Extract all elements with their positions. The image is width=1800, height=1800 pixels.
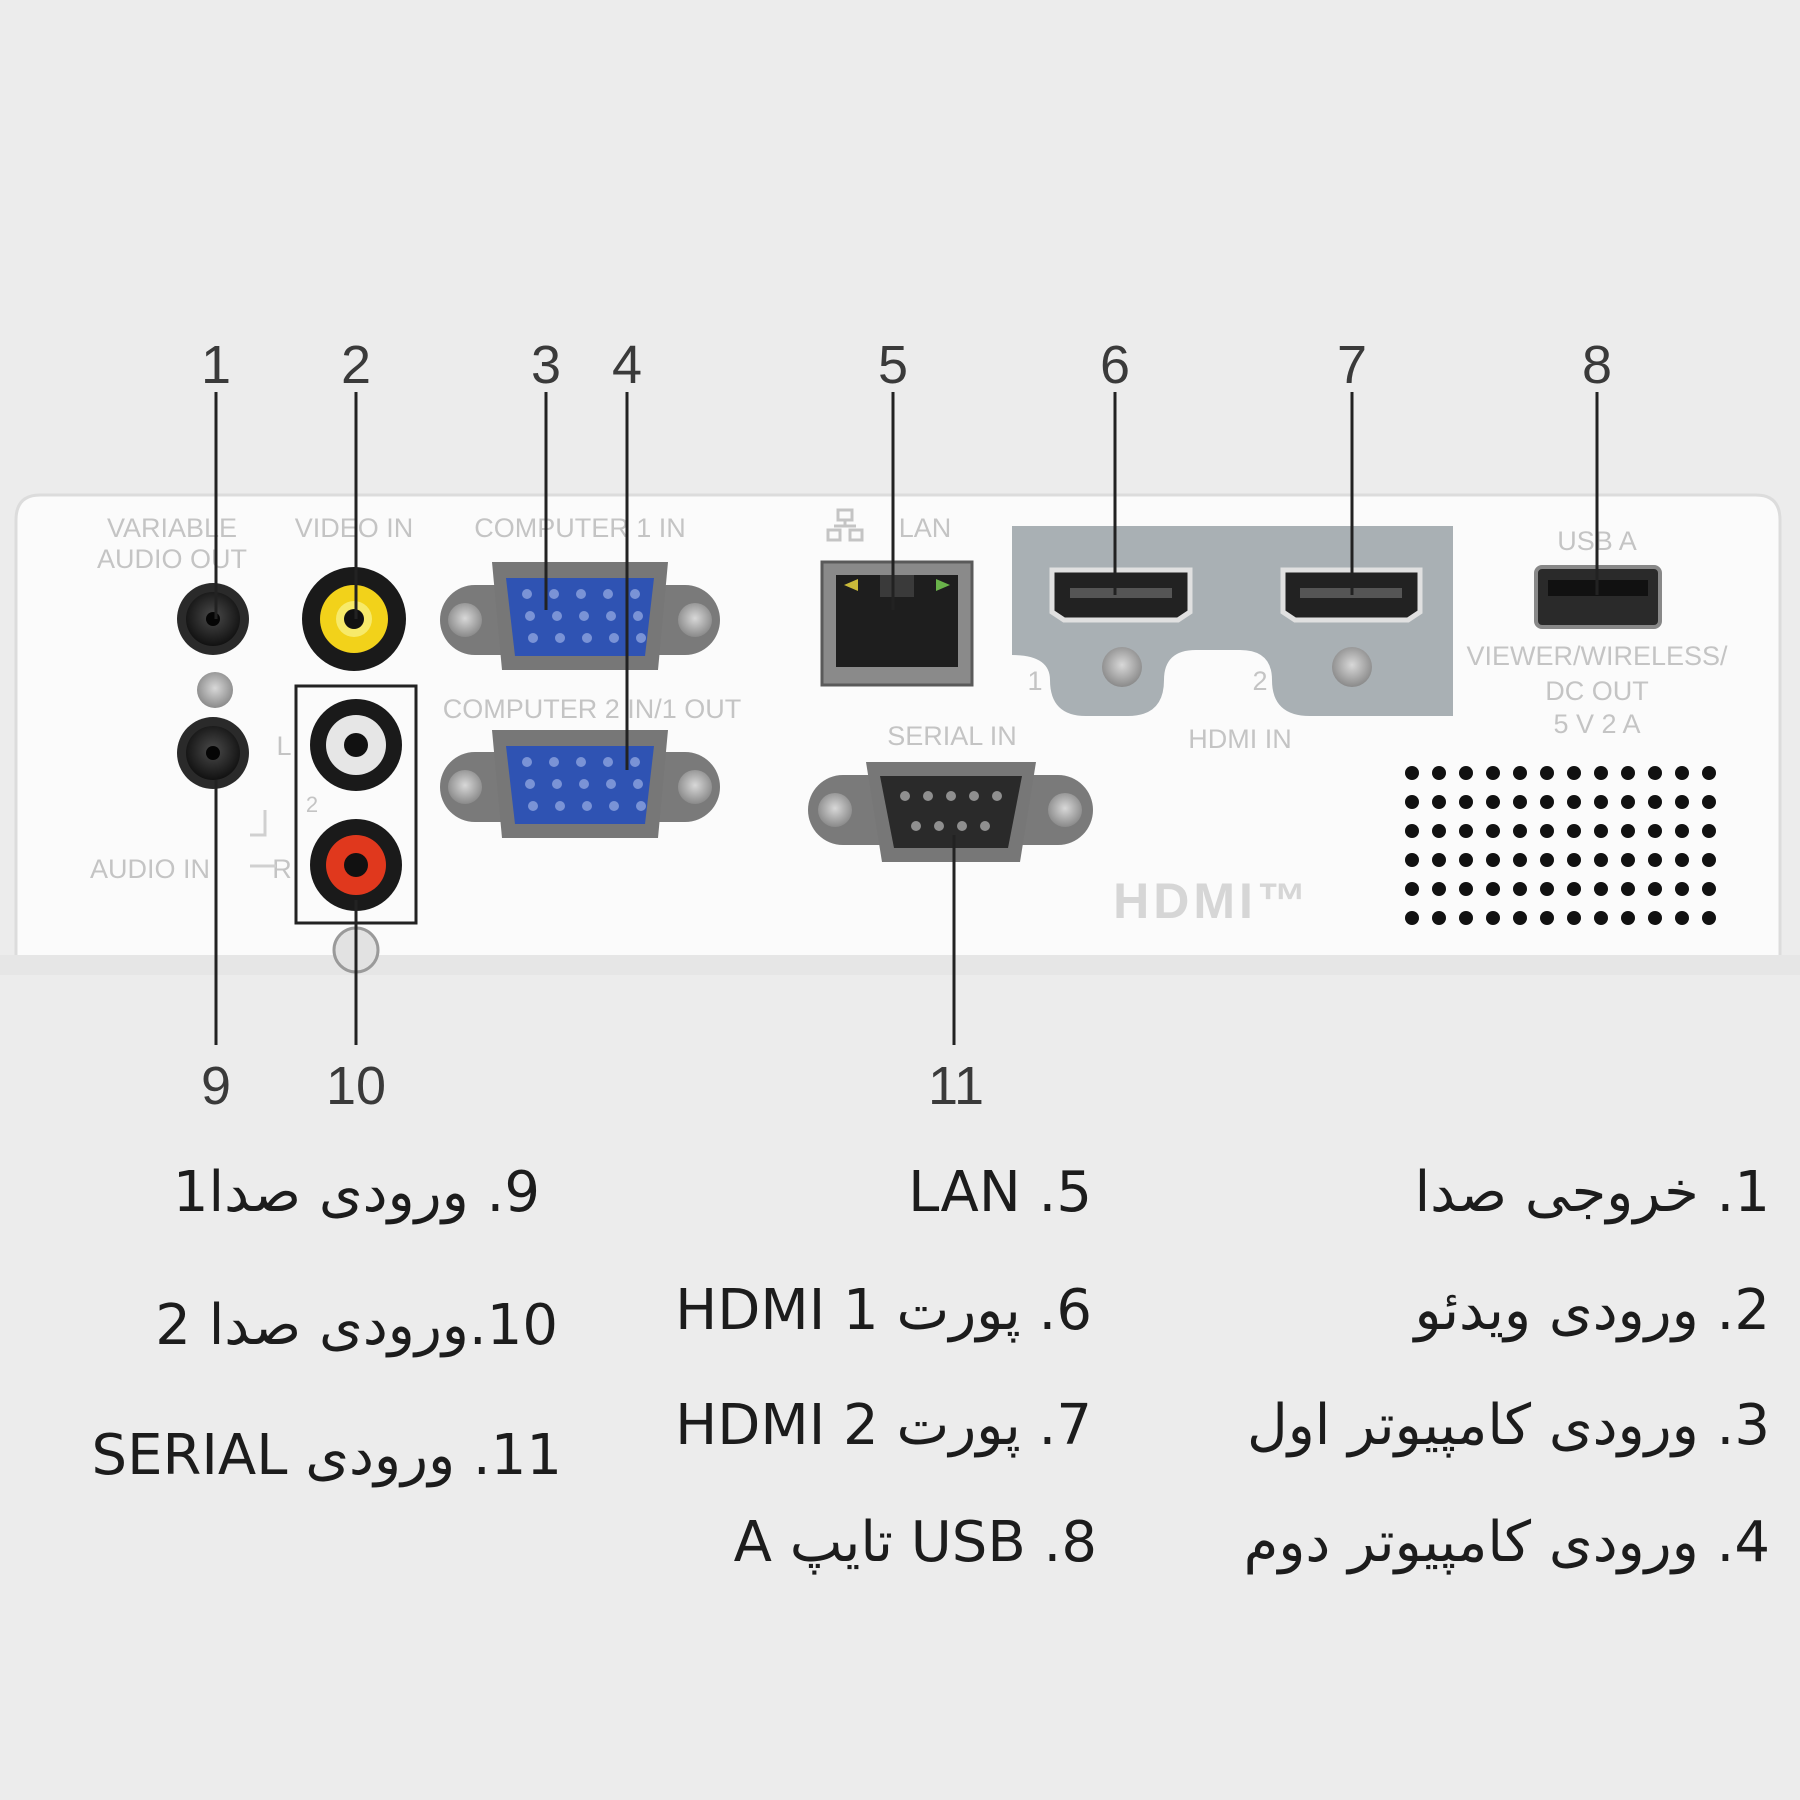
label-5v-2a: 5 V 2 A	[1553, 709, 1640, 739]
legend-item-7: 7. پورت HDMI 2	[675, 1393, 1092, 1458]
vga-computer-1-port	[440, 562, 720, 670]
callout-7: 7	[1337, 335, 1367, 395]
lan-network-icon	[826, 508, 864, 542]
label-hdmi-1: 1	[1027, 666, 1042, 696]
callout-lines	[214, 392, 1599, 1045]
callout-4: 4	[612, 335, 642, 395]
label-lan: LAN	[899, 513, 952, 543]
legend-item-9: 9. ورودی صدا1	[172, 1160, 540, 1225]
hdmi-logo: HDMI™	[1113, 873, 1311, 929]
callout-9: 9	[201, 1056, 231, 1116]
callout-10: 10	[326, 1056, 386, 1116]
callout-2: 2	[341, 335, 371, 395]
callout-8: 8	[1582, 335, 1612, 395]
lan-port	[820, 560, 974, 687]
vga-computer-2-port	[440, 730, 720, 838]
legend-item-1: 1. خروجی صدا	[1414, 1160, 1770, 1225]
legend-item-6: 6. پورت HDMI 1	[675, 1278, 1092, 1343]
speaker-grille	[1405, 766, 1716, 925]
label-l: L	[276, 731, 291, 761]
callout-1: 1	[201, 335, 231, 395]
callout-5: 5	[878, 335, 908, 395]
label-video-in: VIDEO IN	[295, 513, 414, 543]
audio-l-rca-jack	[310, 699, 402, 791]
video-in-rca-jack	[302, 567, 406, 671]
label-audio-out: AUDIO OUT	[97, 544, 247, 574]
legend-item-2: 2. ورودی ویدئو	[1414, 1278, 1770, 1343]
legend-item-10: 10.ورودی صدا 2	[155, 1293, 558, 1358]
legend-item-11: 11. ورودی SERIAL	[91, 1423, 562, 1488]
legend-item-3: 3. ورودی کامپیوتر اول	[1247, 1393, 1770, 1458]
screw-icon	[1332, 647, 1372, 687]
callout-6: 6	[1100, 335, 1130, 395]
serial-in-port	[808, 762, 1093, 862]
label-dc-out: DC OUT	[1545, 676, 1649, 706]
label-viewer: VIEWER/WIRELESS/	[1466, 641, 1728, 671]
label-computer-2-in: COMPUTER 2 IN/1 OUT	[443, 694, 742, 724]
label-r: R	[272, 854, 292, 884]
audio-in-bracket	[250, 810, 276, 868]
audio-out-jack	[177, 583, 249, 655]
label-variable: VARIABLE	[107, 513, 237, 543]
label-computer-1-in: COMPUTER 1 IN	[474, 513, 686, 543]
audio-in-jack	[177, 717, 249, 789]
callout-3: 3	[531, 335, 561, 395]
screw-icon	[1102, 647, 1142, 687]
label-serial-in: SERIAL IN	[887, 721, 1017, 751]
audio-r-rca-jack	[310, 819, 402, 911]
callout-11: 11	[928, 1056, 984, 1116]
label-audio-in: AUDIO IN	[90, 854, 210, 884]
legend-item-5: 5. LAN	[908, 1160, 1092, 1225]
hdmi-1-port	[1049, 567, 1193, 623]
label-hdmi-in: HDMI IN	[1188, 724, 1292, 754]
legend-item-8: 8. USB تایپ A	[733, 1510, 1097, 1575]
label-hdmi-2: 2	[1252, 666, 1267, 696]
legend-item-4: 4. ورودی کامپیوتر دوم	[1243, 1510, 1770, 1575]
screw-icon	[197, 672, 233, 708]
label-audio-2: 2	[306, 792, 318, 817]
